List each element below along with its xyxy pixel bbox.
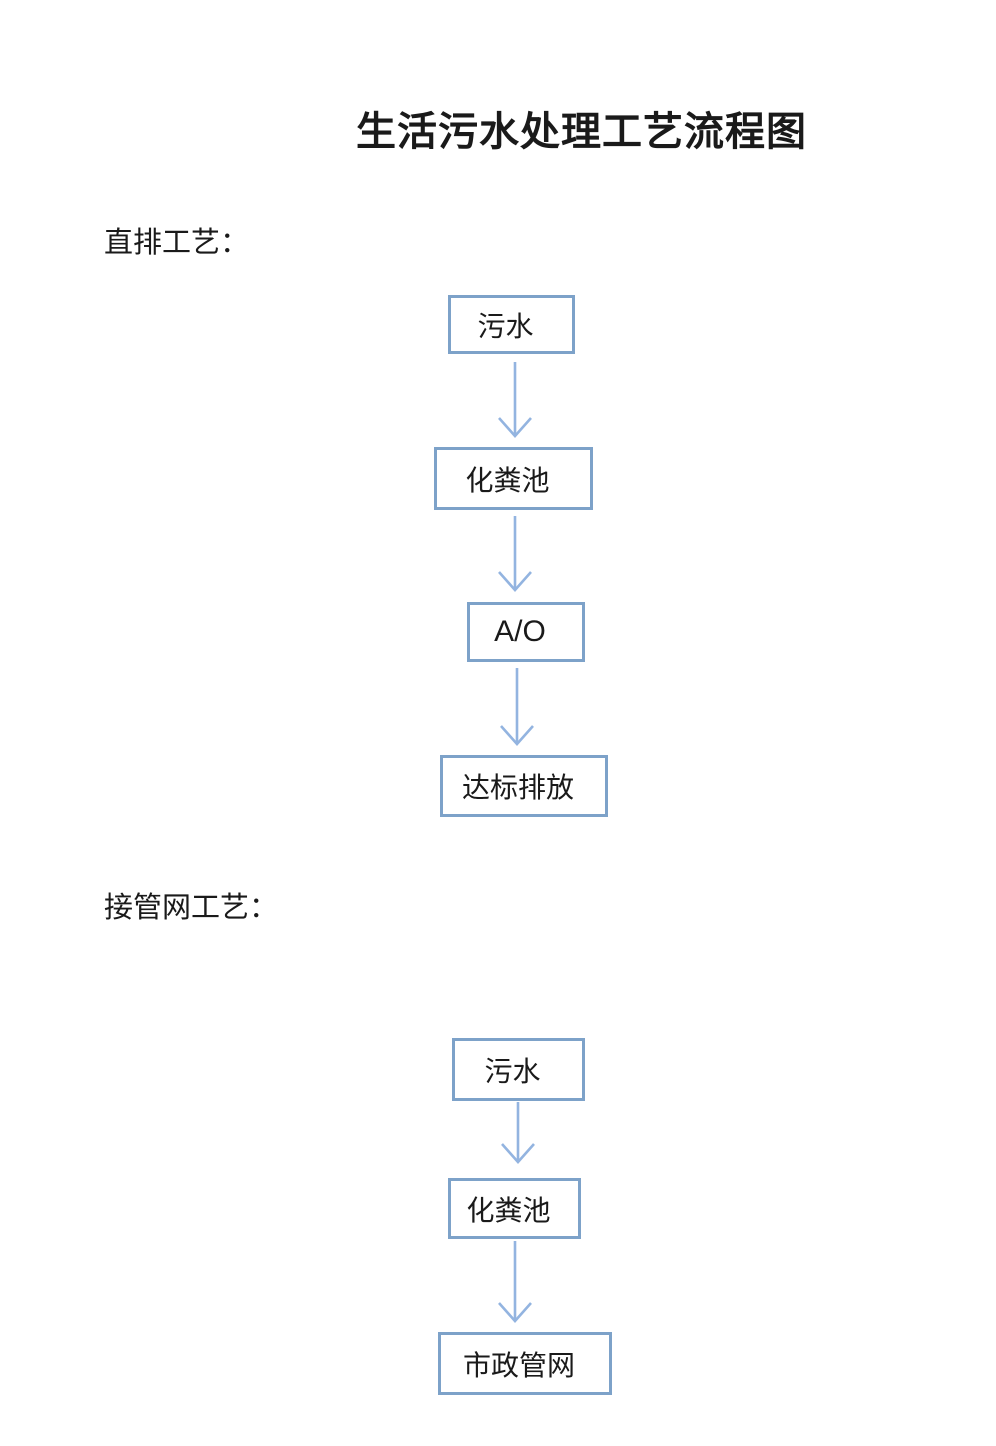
flow-node-municipal-pipe-network[interactable]: 市政管网 <box>438 1332 612 1395</box>
flow-node-ao-process[interactable]: A/O <box>467 602 585 662</box>
down-arrow-icon[interactable] <box>497 1241 533 1323</box>
down-arrow-icon[interactable] <box>497 362 533 438</box>
flow-node-septic-tank-2[interactable]: 化粪池 <box>448 1178 581 1239</box>
down-arrow-icon[interactable] <box>500 1102 536 1164</box>
page-title: 生活污水处理工艺流程图 <box>356 110 807 154</box>
down-arrow-icon[interactable] <box>499 668 535 746</box>
section-label-pipe-network: 接管网工艺： <box>104 892 279 924</box>
flow-node-sewage-2[interactable]: 污水 <box>452 1038 585 1101</box>
down-arrow-icon[interactable] <box>497 516 533 592</box>
flow-node-septic-tank-1[interactable]: 化粪池 <box>434 447 593 510</box>
flow-node-compliant-discharge[interactable]: 达标排放 <box>440 755 608 817</box>
flow-node-sewage-1[interactable]: 污水 <box>448 295 575 354</box>
section-label-direct-discharge: 直排工艺： <box>104 227 250 259</box>
